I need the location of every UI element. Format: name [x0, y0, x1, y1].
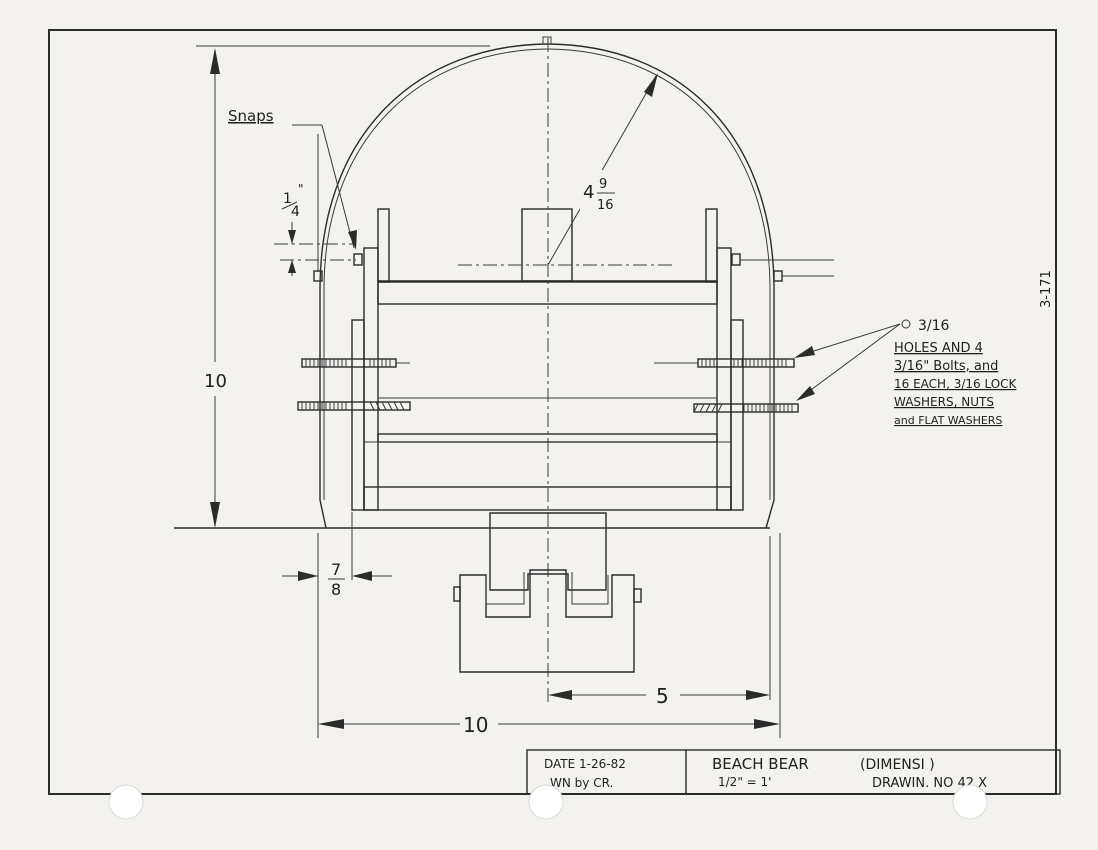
title-drawing-no: DRAWIN. NO 42 X: [872, 776, 987, 791]
seven-eighths-den: 8: [331, 580, 341, 599]
seven-eighths-num: 7: [331, 560, 341, 579]
radius-num: 9: [599, 177, 607, 192]
sheet-border: [48, 29, 1057, 795]
title-block: [526, 749, 1061, 795]
center-block: [521, 208, 573, 282]
seven-eighths-arrow-left: [298, 571, 318, 581]
note-line3: 16 EACH, 3/16 LOCK: [894, 377, 1018, 391]
seven-eighths-arrow-right: [352, 571, 372, 581]
roller-lower: [363, 486, 732, 511]
quarter-arrow-bottom: [288, 260, 296, 273]
snap-right-outer: [773, 270, 783, 282]
bolt-lower-left: [297, 401, 411, 411]
bolt-lower-right: [693, 403, 799, 413]
snaps-arrow: [348, 230, 357, 250]
half-label: 5: [656, 684, 669, 708]
binder-hole-left: [108, 784, 144, 820]
note-line2: 3/16" Bolts, and: [894, 359, 998, 374]
binder-hole-center: [528, 784, 564, 820]
mount-lower-block: [459, 569, 635, 673]
note-leader-1: [797, 323, 901, 357]
note-arrow-2: [796, 386, 815, 401]
quarter-num: 1: [283, 191, 292, 207]
right-upright: [705, 208, 718, 283]
left-outer-plate: [363, 247, 379, 511]
right-inner-plate: [730, 319, 744, 511]
radius-den: 16: [597, 198, 614, 213]
title-drawn-by: WN by CR.: [550, 776, 613, 790]
sheet-id: 3-171: [1039, 270, 1054, 308]
left-inner-plate: [351, 319, 365, 511]
svg-text:": ": [298, 182, 304, 196]
title-scale: 1/2" = 1': [718, 775, 771, 789]
snap-left: [353, 253, 363, 266]
bolt-upper-right: [654, 358, 795, 368]
height-arrow-bottom: [210, 502, 220, 528]
roller-upper: [377, 281, 718, 305]
half-arrow-right: [746, 690, 770, 700]
snaps-label: Snaps: [228, 107, 274, 125]
title-name: BEACH BEAR: [712, 755, 809, 773]
title-date: DATE 1-26-82: [544, 757, 626, 771]
top-mark: [542, 36, 552, 45]
note-line1: HOLES AND 4: [894, 341, 983, 356]
snap-right: [731, 253, 741, 266]
mount-inner-outline: [485, 572, 609, 605]
quarter-den: 4: [291, 204, 300, 220]
left-upright: [377, 208, 390, 283]
mount-upper-block: [489, 512, 607, 591]
binder-hole-right: [952, 784, 988, 820]
height-arrow-top: [210, 48, 220, 74]
quarter-bar: [281, 201, 298, 210]
half-arrow-left: [548, 690, 572, 700]
mount-pin-left: [453, 586, 461, 602]
height-label: 10: [204, 371, 227, 392]
quarter-arrow-top: [288, 230, 296, 244]
dome-bottom-right: [765, 499, 775, 529]
mount-pin-right: [633, 588, 642, 603]
note-line5: and FLAT WASHERS: [894, 414, 1002, 427]
width-arrow-left: [318, 719, 344, 729]
width-arrow-right: [754, 719, 780, 729]
radius-arrow: [644, 73, 658, 97]
radius-whole: 4: [583, 182, 594, 203]
note-size: 3/16: [918, 318, 950, 334]
right-outer-plate: [716, 247, 732, 511]
title-dimensions: (DIMENSI ): [860, 757, 935, 773]
note-arrow-1: [794, 346, 815, 358]
note-line4: WASHERS, NUTS: [894, 395, 994, 409]
dome-bottom-left: [319, 499, 327, 529]
snaps-leader-2: [321, 124, 355, 249]
bolt-upper-left: [301, 358, 410, 368]
dome-outline-inner: [323, 48, 771, 500]
note-leader-2: [799, 323, 901, 399]
width-label: 10: [463, 713, 488, 737]
